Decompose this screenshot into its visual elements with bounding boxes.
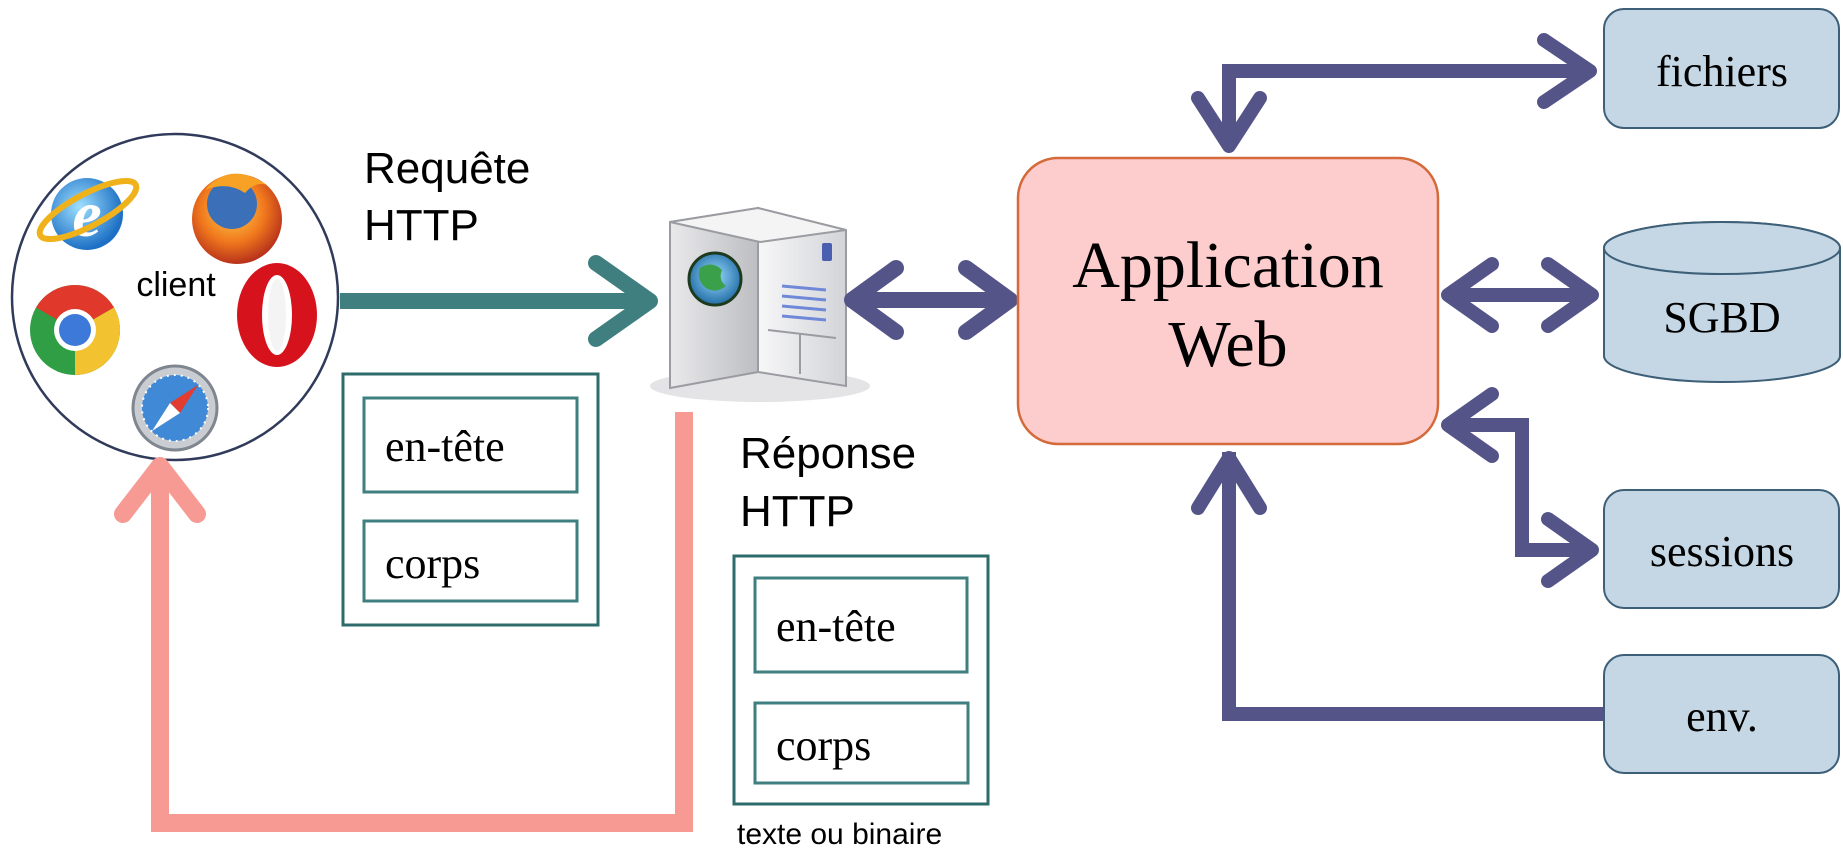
chrome-icon	[30, 284, 121, 375]
environment-label: env.	[1686, 692, 1758, 741]
web-server-icon	[650, 206, 870, 402]
response-body-label: corps	[776, 721, 871, 770]
response-title-line2: HTTP	[740, 487, 855, 536]
response-message-box: en-tête corps	[732, 554, 990, 806]
application-web-line1: Application	[1072, 229, 1384, 302]
application-web-line2: Web	[1168, 308, 1287, 381]
request-title-line1: Requête	[364, 144, 530, 193]
firefox-icon	[192, 173, 282, 264]
files-label: fichiers	[1656, 47, 1788, 96]
response-body-part	[753, 701, 970, 785]
sessions-node: sessions	[1603, 489, 1840, 609]
internet-explorer-icon: e	[36, 177, 140, 251]
request-header-label: en-tête	[385, 422, 505, 471]
server-application-arrow	[844, 260, 1018, 340]
application-web-box	[1016, 156, 1440, 446]
files-node: fichiers	[1603, 8, 1840, 129]
request-header-part	[362, 396, 579, 494]
sessions-label: sessions	[1650, 527, 1794, 576]
request-message-box: en-tête corps	[341, 372, 600, 627]
database-arrow	[1441, 257, 1599, 333]
environment-node: env.	[1603, 654, 1840, 774]
request-body-part	[362, 519, 579, 603]
sessions-arrow	[1441, 387, 1599, 588]
database-node: SGBD	[1603, 221, 1841, 383]
response-caption: texte ou binaire	[737, 818, 942, 849]
client-label: client	[136, 266, 216, 304]
files-arrow	[1191, 33, 1597, 153]
request-arrow	[340, 255, 658, 347]
safari-icon	[131, 364, 219, 452]
request-title-line2: HTTP	[364, 201, 479, 250]
opera-icon	[237, 263, 317, 367]
application-web-node: Application Web	[1016, 156, 1440, 446]
request-body-label: corps	[385, 539, 480, 588]
sessions-box	[1603, 489, 1840, 609]
database-label: SGBD	[1663, 293, 1780, 342]
files-box	[1603, 8, 1840, 129]
response-header-label: en-tête	[776, 602, 896, 651]
response-title-line1: Réponse	[740, 429, 916, 478]
response-arrow	[114, 412, 693, 832]
response-header-part	[753, 576, 969, 674]
environment-arrow	[1191, 451, 1604, 721]
client-node: e client	[10, 132, 340, 462]
